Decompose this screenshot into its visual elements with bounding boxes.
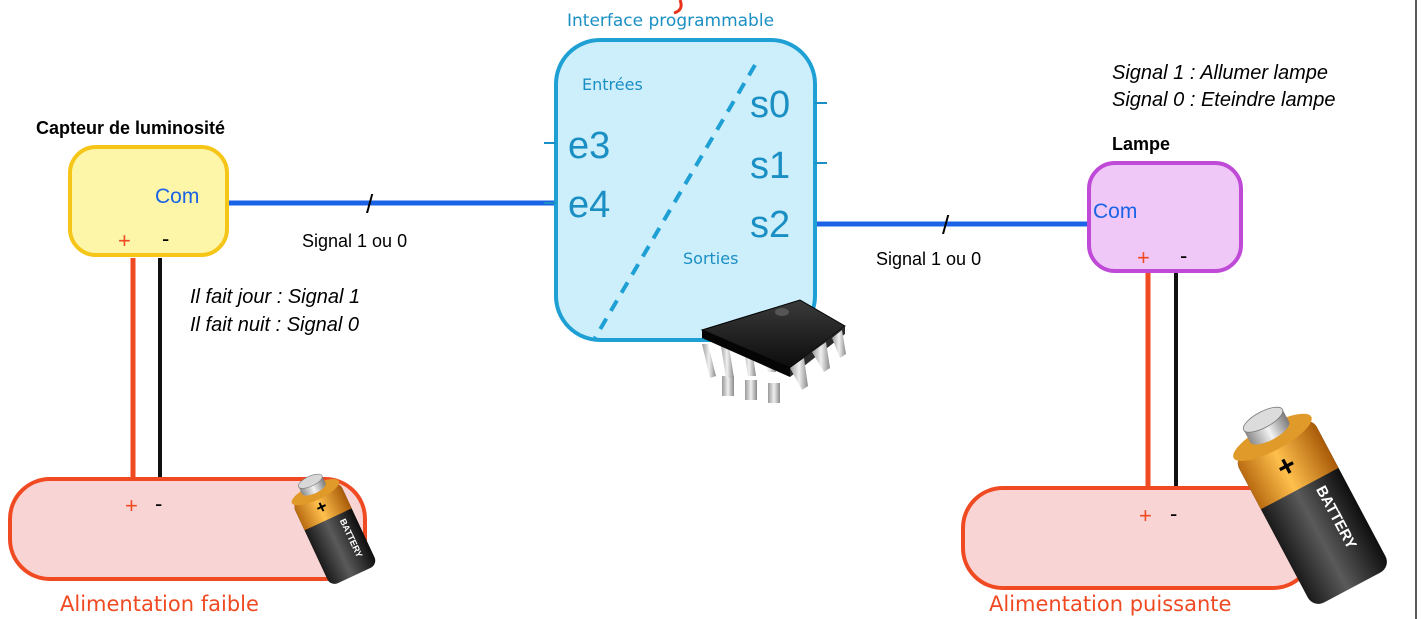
sensor-note-night: Il fait nuit : Signal 0 [190, 314, 359, 336]
weak-minus-label: - [155, 491, 162, 516]
power-supply-weak [8, 477, 367, 581]
outputs-label: Sorties [683, 249, 738, 268]
sensor-note-day: Il fait jour : Signal 1 [190, 286, 360, 308]
output-s0: s0 [750, 84, 790, 126]
battery-small-icon: + BATTERY [291, 473, 376, 584]
lamp-box [1087, 161, 1243, 273]
input-e3: e3 [568, 125, 610, 167]
sensor-plus-label: + [118, 228, 131, 253]
strong-power-label: Alimentation puissante [989, 592, 1231, 616]
interface-title: Interface programmable [567, 11, 774, 31]
sensor-com-label: Com [155, 185, 199, 208]
lamp-note-on: Signal 1 : Allumer lampe [1112, 62, 1328, 84]
sensor-minus-label: - [162, 226, 169, 251]
weak-power-label: Alimentation faible [60, 592, 259, 616]
signal-left-label: Signal 1 ou 0 [302, 231, 407, 251]
input-e4: e4 [568, 184, 610, 226]
interface-divider [593, 63, 757, 340]
sensor-title: Capteur de luminosité [36, 118, 225, 138]
lamp-minus-label: - [1180, 243, 1187, 268]
output-s2: s2 [750, 204, 790, 246]
signal-right-label: Signal 1 ou 0 [876, 249, 981, 269]
signal-right-slash: / [942, 210, 950, 240]
lamp-com-label: Com [1093, 200, 1137, 223]
battery-big-icon: + BATTERY [1233, 406, 1387, 604]
signal-left-slash: / [366, 189, 374, 219]
output-s1: s1 [750, 145, 790, 187]
strong-plus-label: + [1139, 503, 1152, 528]
inputs-label: Entrées [582, 75, 643, 94]
weak-plus-label: + [125, 493, 138, 518]
lamp-plus-label: + [1137, 245, 1150, 270]
lamp-note-off: Signal 0 : Eteindre lampe [1112, 89, 1335, 111]
light-sensor-box [68, 145, 229, 257]
strong-minus-label: - [1170, 501, 1177, 526]
programmable-interface-box [554, 38, 817, 342]
power-wires-left [130, 258, 162, 482]
power-wires-right [1145, 268, 1178, 492]
microchip-icon [700, 299, 846, 403]
arrow-tip [673, 0, 683, 15]
lamp-title: Lampe [1112, 134, 1170, 154]
